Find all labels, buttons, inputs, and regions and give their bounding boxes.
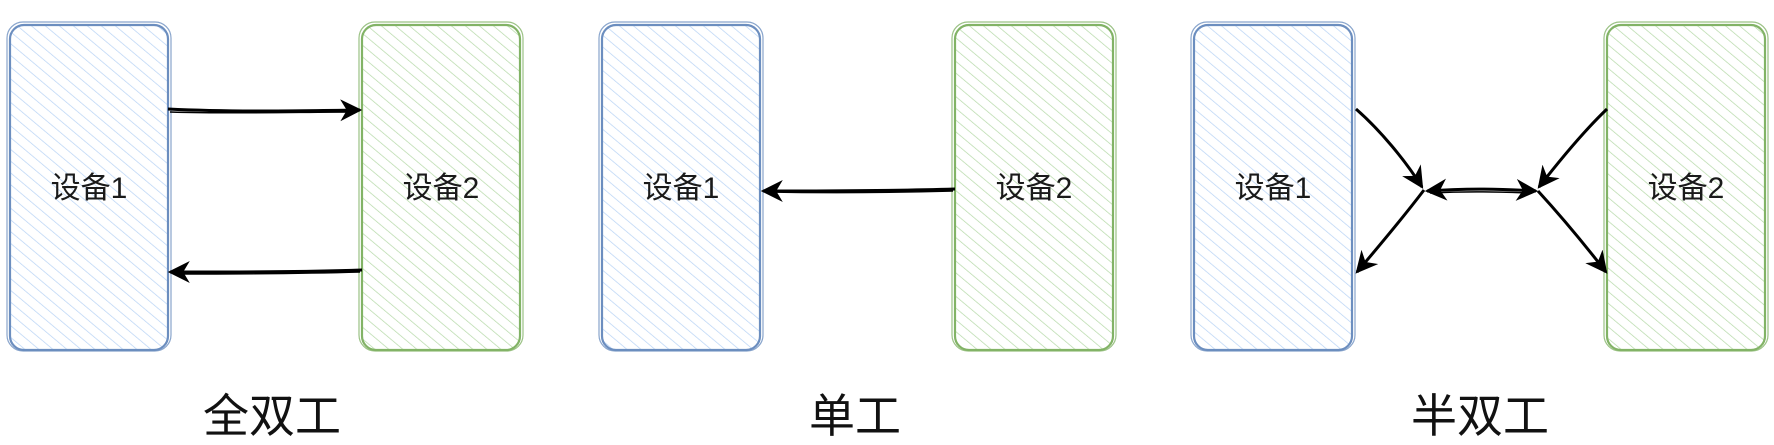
caption-full-duplex: 全双工: [203, 389, 341, 443]
device2-label: 设备2: [403, 172, 480, 205]
device1-label: 设备1: [1235, 172, 1312, 205]
caption-simplex: 单工: [809, 389, 901, 443]
half-duplex-diagram: 设备1 设备2 半双工: [1190, 21, 1769, 443]
device1-box: 设备1: [598, 21, 764, 352]
device2-label: 设备2: [996, 172, 1073, 205]
device2-label: 设备2: [1648, 172, 1725, 205]
arrow-shared-channel: [1424, 178, 1539, 201]
device2-box: 设备2: [358, 21, 524, 352]
arrow-device2-to-device1: [167, 260, 363, 283]
device1-box: 设备1: [1190, 21, 1356, 352]
arrow-device1-to-junction: [1355, 107, 1424, 189]
caption-half-duplex: 半双工: [1411, 389, 1549, 443]
arrow-device1-to-device2: [167, 99, 363, 122]
device2-box: 设备2: [951, 21, 1117, 352]
device1-box: 设备1: [6, 21, 172, 352]
arrow-junction-to-device1: [1355, 189, 1426, 274]
device1-label: 设备1: [643, 172, 720, 205]
full-duplex-diagram: 设备1 设备2 全双工: [6, 21, 524, 443]
arrow-device2-to-junction: [1537, 107, 1609, 189]
arrow-junction-to-device2: [1536, 189, 1608, 274]
half-duplex-arrows: [1355, 107, 1609, 274]
simplex-diagram: 设备1 设备2 单工: [598, 21, 1117, 443]
arrow-device2-to-device1: [760, 179, 956, 202]
device1-label: 设备1: [51, 172, 128, 205]
device2-box: 设备2: [1603, 21, 1769, 352]
